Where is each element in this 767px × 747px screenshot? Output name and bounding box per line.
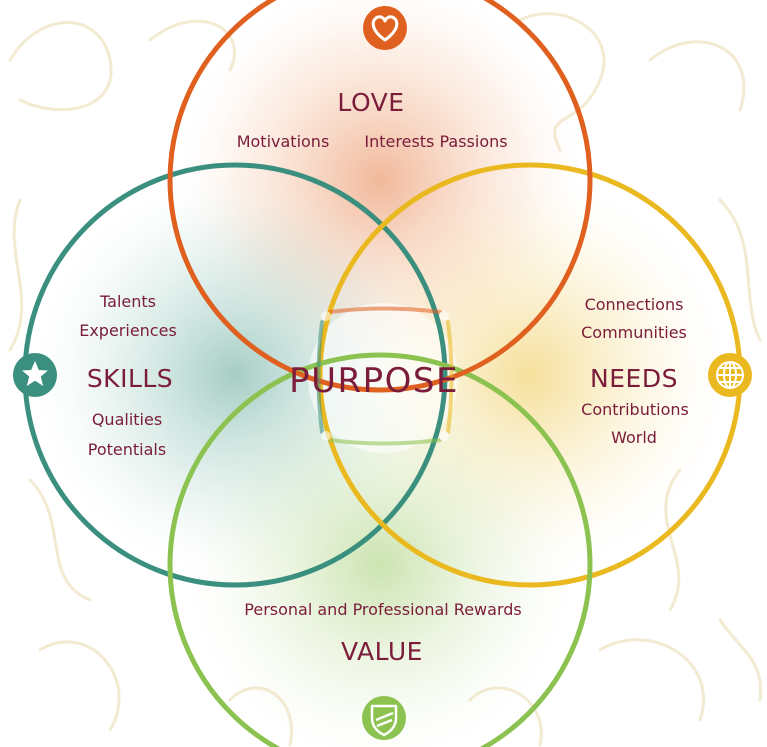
love-item-interests-passions: Interests Passions [364,132,508,151]
heart-icon [363,6,407,50]
value-item-rewards: Personal and Professional Rewards [244,600,522,619]
love-title: LOVE [337,88,405,117]
value-circle [167,352,593,747]
needs-title: NEEDS [590,364,678,393]
circle-fills [25,0,740,747]
purpose-frame [316,306,454,446]
globe-icon [708,353,752,397]
skills-item-potentials: Potentials [87,440,167,459]
love-item-motivations: Motivations [236,132,330,151]
value-title: VALUE [341,637,423,666]
shield-icon [362,696,406,740]
star-icon [13,353,57,397]
needs-item-communities: Communities [581,323,687,342]
skills-item-talents: Talents [100,292,156,311]
skills-item-qualities: Qualities [91,410,163,429]
skills-item-experiences: Experiences [79,321,177,340]
love-circle [167,0,593,393]
purpose-title: PURPOSE [289,361,459,401]
needs-item-world: World [611,428,657,447]
needs-item-connections: Connections [584,295,684,314]
skills-title: SKILLS [86,364,174,393]
needs-item-contributions: Contributions [581,400,689,419]
